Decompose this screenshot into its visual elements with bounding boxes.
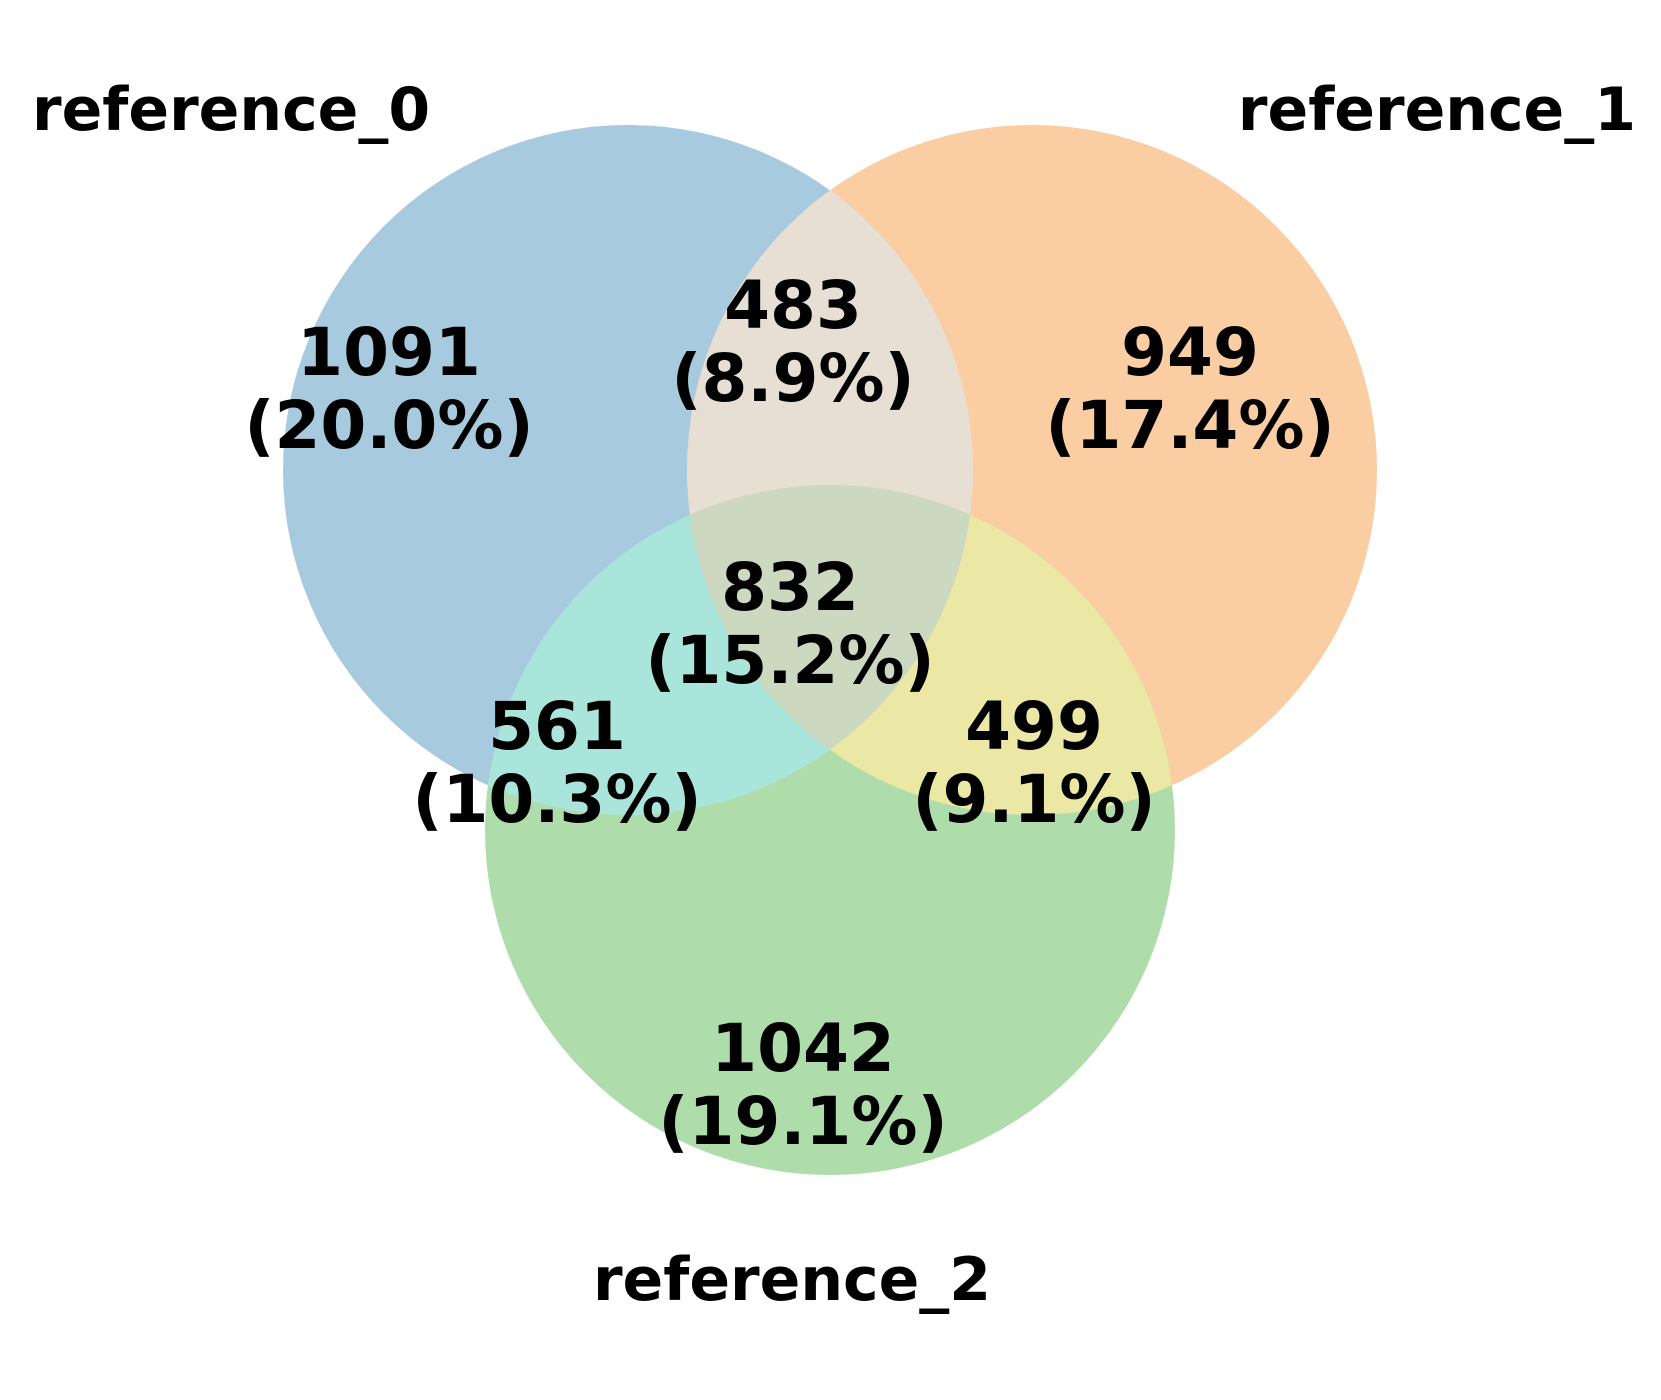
region-count-b-only: 949 [1121, 314, 1259, 391]
region-percent-bc: (9.1%) [912, 761, 1155, 838]
region-count-ac: 561 [488, 688, 626, 765]
region-percent-b-only: (17.4%) [1045, 387, 1334, 464]
set-label-reference-1: reference_1 [1238, 75, 1636, 145]
region-percent-c-only: (19.1%) [658, 1083, 947, 1160]
region-count-c-only: 1042 [711, 1010, 895, 1087]
region-percent-ac: (10.3%) [412, 761, 701, 838]
region-percent-ab: (8.9%) [671, 340, 914, 417]
set-label-reference-0: reference_0 [32, 75, 430, 145]
set-labels: reference_0 reference_1 reference_2 [32, 75, 1636, 1315]
overlap-ac [485, 485, 973, 815]
region-percent-abc: (15.2%) [645, 622, 934, 699]
region-percent-a-only: (20.0%) [244, 387, 533, 464]
overlap-bc [687, 485, 1175, 815]
region-count-ab: 483 [724, 267, 862, 344]
region-labels: 1091 (20.0%) 483 (8.9%) 949 (17.4%) 832 … [244, 267, 1334, 1160]
region-count-abc: 832 [721, 549, 859, 626]
set-label-reference-2: reference_2 [593, 1245, 991, 1315]
overlap-group-bc [687, 485, 1175, 815]
region-count-a-only: 1091 [297, 314, 481, 391]
overlap-group-ac [485, 485, 973, 815]
region-count-bc: 499 [965, 688, 1103, 765]
